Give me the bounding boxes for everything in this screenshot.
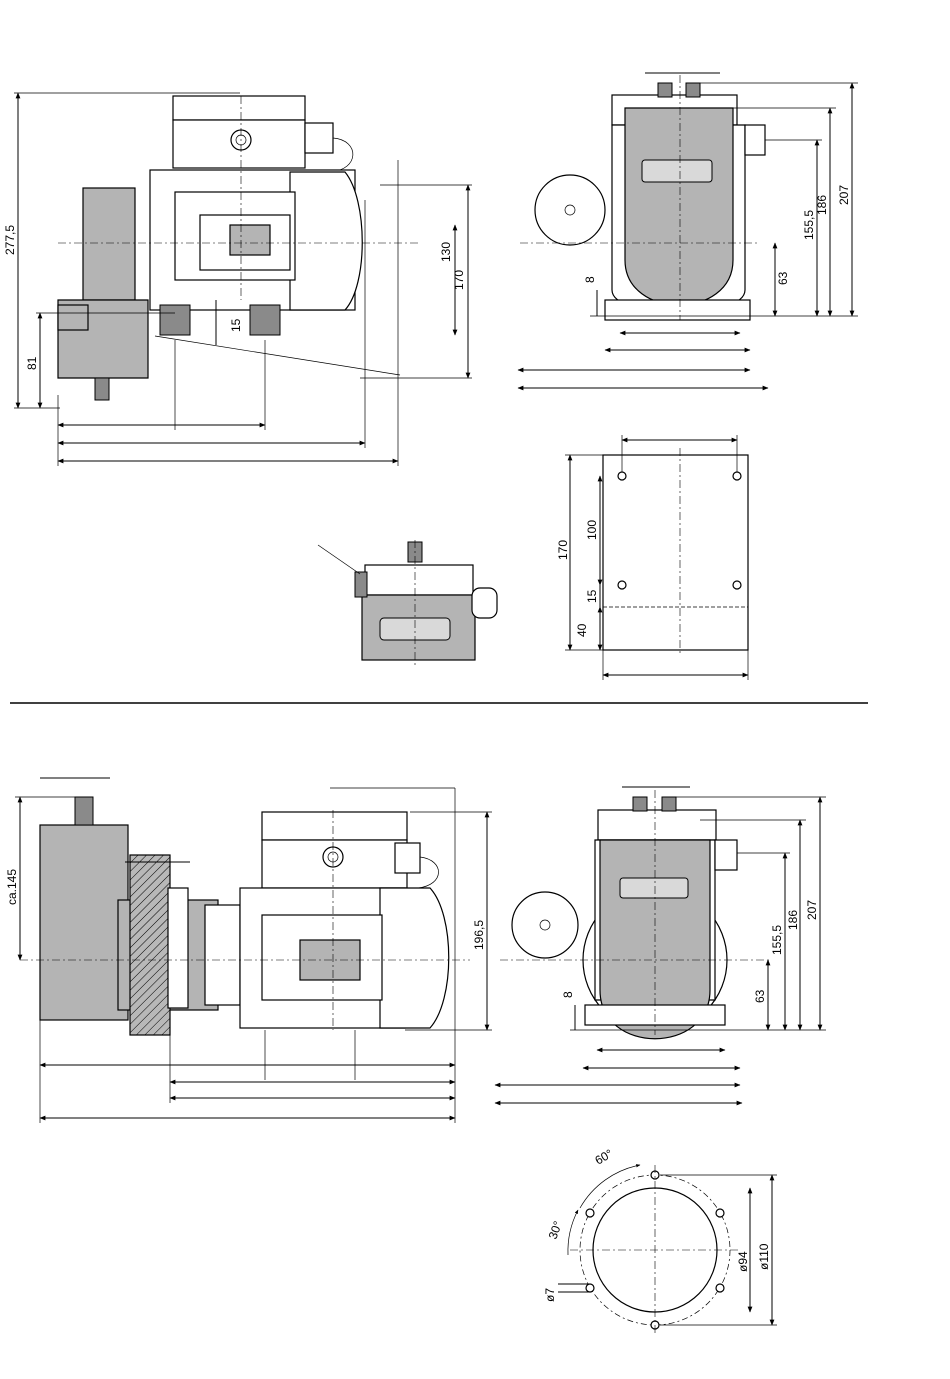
label-186-top: 186 <box>815 195 829 215</box>
label-277-5: 277,5 <box>3 225 17 255</box>
label-155-5-bottom: 155,5 <box>770 925 784 955</box>
label-63-bottom: 63 <box>753 989 767 1003</box>
label-8-top: 8 <box>583 276 597 283</box>
flange-view <box>558 1165 777 1335</box>
label-155-5-top: 155,5 <box>802 210 816 240</box>
label-60deg: 60° <box>593 1146 616 1167</box>
label-d94: ø94 <box>736 1251 750 1272</box>
mounting-plate <box>565 435 748 680</box>
label-d7: ø7 <box>543 1288 557 1302</box>
label-170-plate: 170 <box>556 540 570 560</box>
top-side-view <box>14 93 472 466</box>
label-207-top: 207 <box>837 185 851 205</box>
label-186-bottom: 186 <box>786 910 800 930</box>
label-d110: ø110 <box>757 1243 771 1270</box>
label-196-5: 196,5 <box>472 920 486 950</box>
label-8-bottom: 8 <box>561 991 575 998</box>
label-63-top: 63 <box>776 271 790 285</box>
small-brake-view <box>318 540 497 665</box>
label-130: 130 <box>439 242 453 262</box>
bottom-side-view <box>15 778 492 1123</box>
label-40-plate: 40 <box>575 623 589 637</box>
label-100-plate: 100 <box>585 520 599 540</box>
label-ca145: ca.145 <box>5 869 19 905</box>
label-30deg: 30° <box>546 1219 565 1241</box>
label-15-plate: 15 <box>585 589 599 603</box>
label-81: 81 <box>25 356 39 370</box>
label-15-top: 15 <box>229 318 243 332</box>
label-170-top: 170 <box>452 270 466 290</box>
label-207-bottom: 207 <box>805 900 819 920</box>
